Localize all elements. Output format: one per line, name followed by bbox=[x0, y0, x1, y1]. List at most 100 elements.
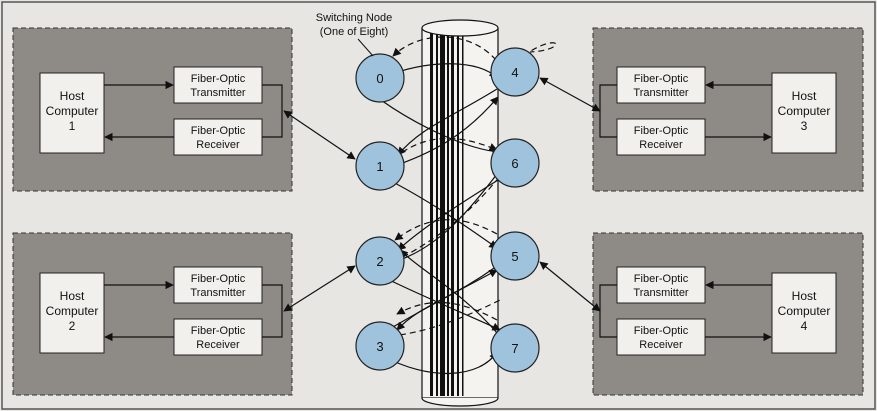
fiber-strand bbox=[447, 30, 449, 396]
link-6-2 bbox=[397, 179, 499, 251]
node-circle bbox=[355, 141, 405, 191]
receiver-label-line2: Receiver bbox=[196, 339, 240, 351]
transmitter-label-line1: Fiber-Optic bbox=[191, 73, 246, 85]
dashed-link-7-3 bbox=[396, 301, 498, 321]
switching-nodes: 0 1 2 3 4 6 5 7 bbox=[355, 47, 540, 373]
fiber-strand bbox=[436, 30, 438, 396]
host-computer-box bbox=[771, 272, 837, 354]
receiver-label-line1: Fiber-Optic bbox=[634, 125, 689, 137]
receiver-label-line2: Receiver bbox=[639, 139, 683, 151]
panel-node-links bbox=[283, 77, 601, 312]
fiber-strand bbox=[451, 30, 454, 396]
receiver-box bbox=[616, 318, 706, 356]
host-panel-4: Host Computer 4 Fiber-Optic Transmitter … bbox=[592, 232, 864, 396]
node-label: 6 bbox=[511, 156, 518, 171]
node-circle bbox=[490, 231, 540, 281]
host-computer-box bbox=[771, 72, 837, 154]
node-label: 1 bbox=[376, 159, 383, 174]
switching-node-5: 5 bbox=[490, 231, 540, 281]
node-circle bbox=[355, 53, 405, 103]
receiver-label-line1: Fiber-Optic bbox=[634, 325, 689, 337]
host-label-line3: 3 bbox=[801, 119, 808, 133]
fiber-bundle-cylinder bbox=[421, 19, 499, 407]
dashed-link-4-0 bbox=[392, 36, 497, 61]
panel2-to-node2-link bbox=[283, 265, 356, 312]
fiber-strand bbox=[462, 30, 464, 396]
node-label: 0 bbox=[376, 71, 383, 86]
receiver-label-line2: Receiver bbox=[639, 339, 683, 351]
node-label: 3 bbox=[376, 339, 383, 354]
switching-node-2: 2 bbox=[355, 236, 405, 286]
node-label: 2 bbox=[376, 254, 383, 269]
switching-node-1: 1 bbox=[355, 141, 405, 191]
node-label: 7 bbox=[511, 341, 518, 356]
host-panel-3: Host Computer 3 Fiber-Optic Transmitter … bbox=[592, 27, 864, 192]
host-label-line3: 1 bbox=[69, 119, 76, 133]
link-1-5 bbox=[380, 175, 498, 249]
host-label-line1: Host bbox=[792, 89, 817, 103]
receiver-label-line1: Fiber-Optic bbox=[191, 325, 246, 337]
cylinder-bottom bbox=[421, 397, 499, 407]
link-5-3 bbox=[396, 265, 498, 331]
host-computer-box bbox=[39, 72, 105, 154]
switching-node-caption: Switching Node (One of Eight) bbox=[316, 12, 392, 57]
node-interconnects bbox=[377, 63, 501, 374]
fiber-strand bbox=[430, 30, 433, 396]
transmitter-box bbox=[616, 66, 706, 104]
receiver-label-line1: Fiber-Optic bbox=[191, 125, 246, 137]
host-label-line1: Host bbox=[60, 289, 85, 303]
fiber-strand bbox=[457, 30, 459, 396]
node-circle bbox=[355, 321, 405, 371]
link-1-4 bbox=[396, 96, 499, 166]
transmitter-label-line1: Fiber-Optic bbox=[634, 273, 689, 285]
transmitter-label-line1: Fiber-Optic bbox=[191, 273, 246, 285]
node4-to-panel3-link bbox=[539, 77, 601, 112]
host-label-line2: Computer bbox=[778, 104, 831, 118]
dashed-link-3-5 bbox=[399, 299, 501, 336]
node-label: 5 bbox=[511, 249, 518, 264]
transmitter-label-line2: Transmitter bbox=[633, 287, 689, 299]
dashed-link-5-2 bbox=[394, 219, 498, 241]
transmitter-label-line2: Transmitter bbox=[633, 87, 689, 99]
host-label-line1: Host bbox=[792, 289, 817, 303]
transmitter-label-line1: Fiber-Optic bbox=[634, 73, 689, 85]
receiver-label-line2: Receiver bbox=[196, 139, 240, 151]
transceiver-bracket bbox=[262, 84, 283, 138]
node-circle bbox=[490, 47, 540, 97]
switching-node-3: 3 bbox=[355, 321, 405, 371]
node-circle bbox=[490, 323, 540, 373]
link-7-2 bbox=[399, 249, 499, 335]
link-4-1 bbox=[397, 88, 498, 156]
transmitter-box bbox=[173, 66, 263, 104]
host-panel-2: Host Computer 2 Fiber-Optic Transmitter … bbox=[12, 232, 293, 396]
node-label: 4 bbox=[511, 65, 518, 80]
node-circle bbox=[490, 138, 540, 188]
switching-node-4: 4 bbox=[490, 47, 540, 97]
cylinder-top bbox=[421, 19, 499, 37]
fiber-strand bbox=[440, 30, 445, 396]
host-panel-1: Host Computer 1 Fiber-Optic Transmitter … bbox=[12, 27, 293, 192]
transmitter-box bbox=[616, 266, 706, 304]
link-2-7 bbox=[380, 275, 501, 331]
node5-to-panel4-link bbox=[539, 261, 601, 312]
host-label-line2: Computer bbox=[46, 304, 99, 318]
transmitter-label-line2: Transmitter bbox=[190, 287, 246, 299]
transceiver-bracket bbox=[262, 284, 283, 338]
switching-node-0: 0 bbox=[355, 53, 405, 103]
host-label-line2: Computer bbox=[778, 304, 831, 318]
host-label-line1: Host bbox=[60, 89, 85, 103]
switching-node-7: 7 bbox=[490, 323, 540, 373]
transmitter-label-line2: Transmitter bbox=[190, 87, 246, 99]
host-computer-box bbox=[39, 272, 105, 354]
caption-line2: (One of Eight) bbox=[320, 26, 388, 38]
dashed-link-4-loop bbox=[522, 42, 557, 57]
caption-leader-line bbox=[357, 38, 374, 57]
host-label-line2: Computer bbox=[46, 104, 99, 118]
cylinder-body bbox=[421, 27, 499, 399]
node-circle bbox=[355, 236, 405, 286]
caption-line1: Switching Node bbox=[316, 12, 392, 24]
link-2-6 bbox=[396, 169, 501, 262]
